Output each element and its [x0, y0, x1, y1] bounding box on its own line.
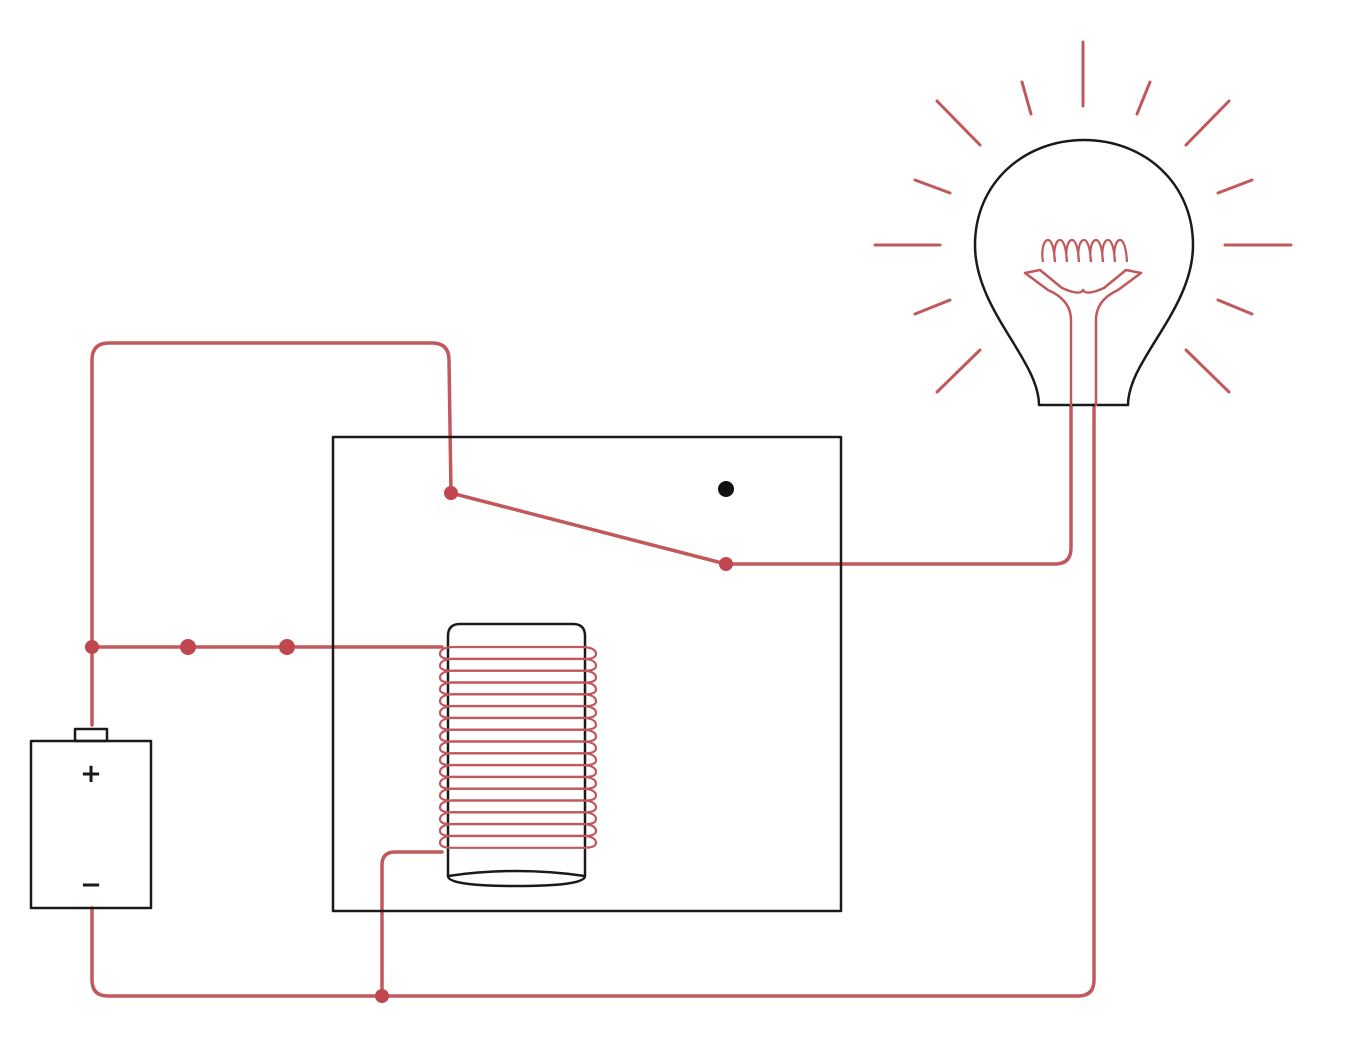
- switch-contact-left: [180, 639, 196, 655]
- open-contact: [718, 481, 734, 497]
- coil-core-bottom-edge: [447, 869, 586, 878]
- coil-winding-turn: [438, 740, 598, 755]
- armature-pivot: [444, 486, 458, 500]
- filament-coil-loops: [1041, 238, 1129, 263]
- light-ray: [935, 99, 982, 147]
- coil-windings: [438, 645, 598, 849]
- light-ray: [913, 178, 952, 195]
- coil-winding-turn: [438, 787, 598, 802]
- light-ray: [1184, 99, 1231, 147]
- push-switch: [85, 639, 295, 655]
- coil-winding-turn: [438, 775, 598, 790]
- closed-contact: [719, 557, 733, 571]
- coil-winding-turn: [438, 728, 598, 743]
- light-ray: [1216, 178, 1254, 195]
- coil-core: [446, 622, 587, 888]
- battery: + −: [29, 727, 153, 910]
- battery-negative-label: −: [80, 870, 102, 900]
- coil-winding-turn: [438, 681, 598, 696]
- coil-winding-turn: [438, 704, 598, 720]
- circuit-wires: [90, 341, 1096, 998]
- coil-winding-turn: [438, 716, 598, 731]
- light-ray: [1216, 298, 1254, 316]
- return-junction-node: [375, 989, 389, 1003]
- battery-body: [29, 739, 153, 910]
- coil-winding-turn: [438, 669, 598, 684]
- armature-lever: [449, 491, 728, 566]
- light-ray: [1184, 348, 1231, 394]
- light-ray: [935, 348, 982, 394]
- wire-coil-bottom: [380, 850, 444, 998]
- junction-node: [85, 640, 99, 654]
- wire-top-loop: [90, 341, 453, 727]
- light-ray: [1135, 80, 1152, 116]
- coil-winding-turn: [438, 834, 598, 849]
- wire-contact-to-bulb: [724, 403, 1073, 566]
- battery-positive-label: +: [80, 759, 102, 789]
- coil-winding-turn: [438, 752, 598, 767]
- coil-winding-turn: [438, 645, 598, 661]
- light-bulb: [873, 40, 1293, 407]
- coil-winding-turn: [438, 657, 598, 672]
- coil-winding-turn: [438, 693, 598, 708]
- relay-housing: [331, 435, 843, 913]
- relay-coil: [438, 622, 598, 888]
- light-ray: [1020, 80, 1033, 116]
- bulb-filament: [1041, 238, 1129, 263]
- battery-terminal-cap: [73, 727, 109, 743]
- switch-contact-right: [279, 639, 295, 655]
- bulb-glass: [973, 138, 1195, 407]
- coil-winding-turn: [438, 811, 598, 826]
- coil-winding-turn: [438, 799, 598, 814]
- light-ray: [913, 298, 952, 316]
- wire-return: [90, 403, 1096, 998]
- coil-winding-turn: [438, 822, 598, 838]
- light-rays: [873, 40, 1293, 394]
- bulb-filament-supports: [1023, 268, 1143, 407]
- relay-armature-switch: [444, 481, 734, 571]
- coil-winding-turn: [438, 763, 598, 779]
